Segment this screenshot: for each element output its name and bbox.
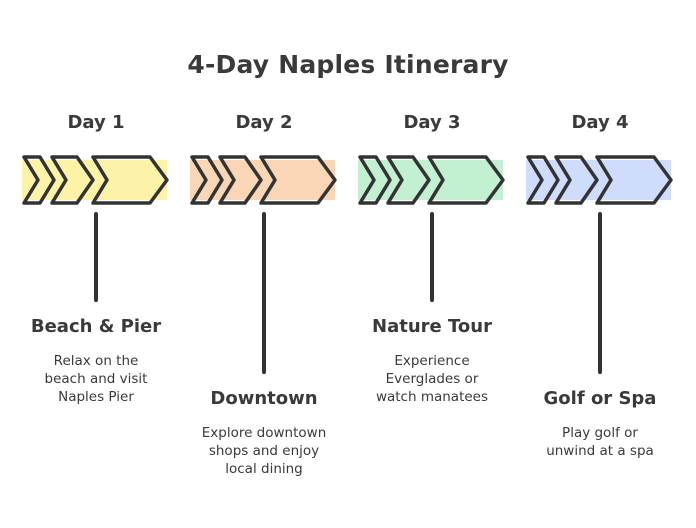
day-1-connector-line — [94, 212, 98, 302]
day-2-chevron-small — [190, 155, 224, 205]
day-1-event-description: Relax on the beach and visit Naples Pier — [44, 353, 148, 405]
day-1-chevron-large — [91, 155, 169, 205]
day-2-label: Day 2 — [235, 112, 293, 133]
day-1-arrow-group — [22, 155, 169, 205]
day-1-chevron-small — [22, 155, 56, 205]
day-2-event-title: Downtown — [210, 388, 318, 409]
day-4-chevron-small — [526, 155, 560, 205]
day-4-label: Day 4 — [571, 112, 629, 133]
day-1-label: Day 1 — [67, 112, 125, 133]
day-3-event-description: Experience Everglades or watch manatees — [375, 353, 489, 405]
day-4-arrow-group — [526, 155, 673, 205]
day-4-event-title: Golf or Spa — [543, 388, 657, 409]
day-3-event-title: Nature Tour — [372, 316, 492, 337]
day-3-connector-line — [430, 212, 434, 302]
day-3-label: Day 3 — [403, 112, 461, 133]
day-2-chevron-medium — [218, 155, 263, 205]
day-3-arrow-group — [358, 155, 505, 205]
diagram-title: 4-Day Naples Itinerary — [187, 50, 509, 79]
day-2-arrow-group — [190, 155, 337, 205]
day-1-chevron-medium — [50, 155, 95, 205]
day-2-event-description: Explore downtown shops and enjoy local d… — [201, 425, 327, 477]
day-4-chevron-large — [595, 155, 673, 205]
day-4-connector-line — [598, 212, 602, 374]
day-4-chevron-medium — [554, 155, 599, 205]
day-3-chevron-large — [427, 155, 505, 205]
day-2-chevron-large — [259, 155, 337, 205]
day-4-event-description: Play golf or unwind at a spa — [546, 425, 654, 459]
day-3-chevron-small — [358, 155, 392, 205]
day-2-connector-line — [262, 212, 266, 374]
day-1-event-title: Beach & Pier — [30, 316, 162, 337]
day-3-chevron-medium — [386, 155, 431, 205]
